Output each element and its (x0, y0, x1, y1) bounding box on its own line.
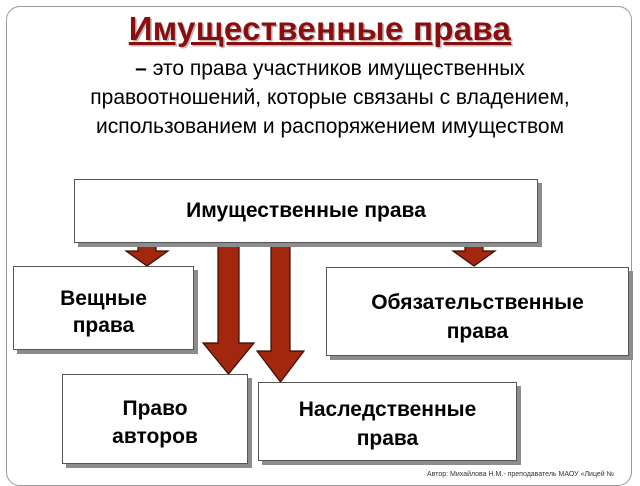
arrow-to-avtor (201, 242, 256, 375)
arrow-to-nasled (255, 242, 306, 383)
box-obyaz-line2: права (446, 320, 509, 343)
definition-dash: – (135, 57, 147, 80)
box-avtor-line1: Право (122, 397, 188, 420)
box-obyaz-line1: Обязательственные (371, 291, 584, 314)
author-credit: Автор: Михайлова Н.М.- преподаватель МАО… (427, 471, 615, 478)
box-imushchestvennye-prava: Имущественные права (74, 179, 538, 243)
definition-text: – это права участников имущественных пра… (60, 54, 600, 141)
arrow-to-veshch (124, 242, 170, 267)
box-nasled-line1: Наследственные (298, 398, 477, 421)
box-main-label: Имущественные права (186, 199, 426, 222)
arrow-to-obyaz (451, 242, 497, 267)
box-veshch-line2: права (72, 314, 135, 337)
box-nasledstvennye-prava: Наследственные права (258, 382, 517, 461)
box-avtor-line2: авторов (112, 425, 198, 448)
box-veshch-line1: Вещные (60, 287, 147, 310)
page-title: Имущественные права (128, 10, 512, 47)
box-pravo-avtorov: Право авторов (62, 374, 248, 464)
definition-body: это права участников имущественных право… (90, 57, 570, 138)
box-veshchnye-prava: Вещные права (13, 266, 194, 350)
box-obyazatelstvennye-prava: Обязательственные права (326, 267, 629, 356)
box-nasled-line2: права (356, 427, 419, 450)
